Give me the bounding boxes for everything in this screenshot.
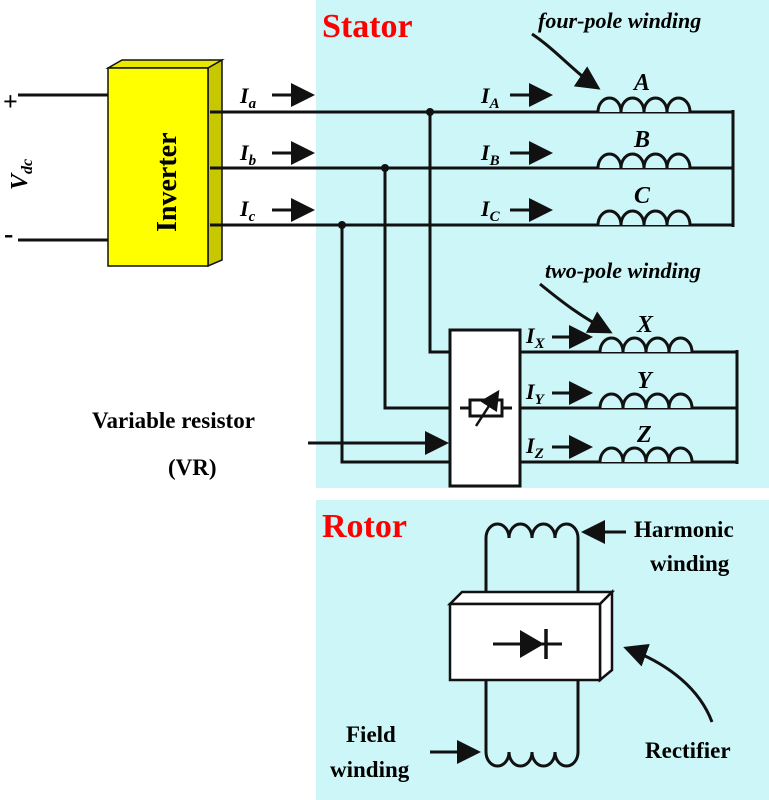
four-pole-coils [596, 96, 692, 226]
field-coil-icon [484, 751, 580, 768]
diode-icon [493, 629, 562, 659]
four-pole-current-labels: IA IB IC [480, 83, 501, 225]
two-pole-label: two-pole winding [545, 258, 701, 283]
junction-dots [338, 108, 434, 229]
iZ-label: IZ [525, 433, 544, 462]
stator-title: Stator [322, 8, 413, 45]
vr-label-line2: (VR) [168, 455, 217, 480]
iA-label: IA [480, 83, 500, 112]
coil-C-icon [596, 209, 692, 226]
coil-Z-icon [598, 446, 694, 463]
winding-Z-label: Z [636, 422, 652, 448]
ia-label: Ia [239, 83, 257, 112]
harmonic-coil-icon [484, 522, 580, 539]
coil-B-icon [596, 152, 692, 169]
variable-resistor-icon [460, 389, 512, 427]
dc-minus-sign: - [4, 219, 13, 250]
vdc-label: Vdc [7, 159, 36, 190]
coil-Y-icon [598, 392, 694, 409]
phase-current-labels: Ia Ib Ic [239, 83, 257, 225]
vr-label-line1: Variable resistor [92, 408, 255, 433]
harmonic-winding [484, 522, 580, 600]
ib-label: Ib [239, 140, 257, 169]
coil-A-icon [596, 96, 692, 113]
rotor-title: Rotor [322, 508, 407, 545]
harmonic-label-line2: winding [650, 551, 730, 576]
rectifier-box [446, 588, 616, 683]
four-pole-pointer-arrow [531, 32, 601, 90]
dc-plus-sign: + [3, 87, 18, 116]
two-pole-current-labels: IX IY IZ [525, 323, 546, 462]
winding-Y-label: Y [637, 368, 654, 394]
field-winding [484, 680, 580, 768]
winding-A-label: A [632, 70, 650, 96]
inverter-label: Inverter [152, 132, 183, 232]
iX-label: IX [525, 323, 546, 352]
field-label-line1: Field [346, 722, 396, 747]
harmonic-label-line1: Harmonic [634, 517, 734, 542]
coil-X-icon [598, 336, 694, 353]
rectifier-pointer-arrow [623, 643, 714, 723]
phase-current-arrows [272, 83, 315, 222]
two-pole-pointer-arrow [539, 282, 613, 334]
rectifier-label: Rectifier [645, 738, 731, 763]
field-label-line2: winding [330, 757, 410, 782]
iB-label: IB [480, 140, 500, 169]
four-pole-winding-labels: A B C [632, 70, 651, 209]
two-pole-coils [598, 336, 694, 463]
four-pole-label: four-pole winding [538, 8, 701, 33]
four-pole-current-arrows [510, 83, 553, 222]
two-pole-current-arrows [552, 325, 593, 459]
ic-label: Ic [239, 196, 256, 225]
iY-label: IY [525, 379, 546, 408]
winding-B-label: B [633, 127, 650, 153]
winding-X-label: X [636, 312, 654, 338]
two-pole-winding-labels: X Y Z [636, 312, 654, 448]
iC-label: IC [480, 196, 501, 225]
dc-supply [18, 93, 110, 242]
winding-C-label: C [634, 183, 651, 209]
